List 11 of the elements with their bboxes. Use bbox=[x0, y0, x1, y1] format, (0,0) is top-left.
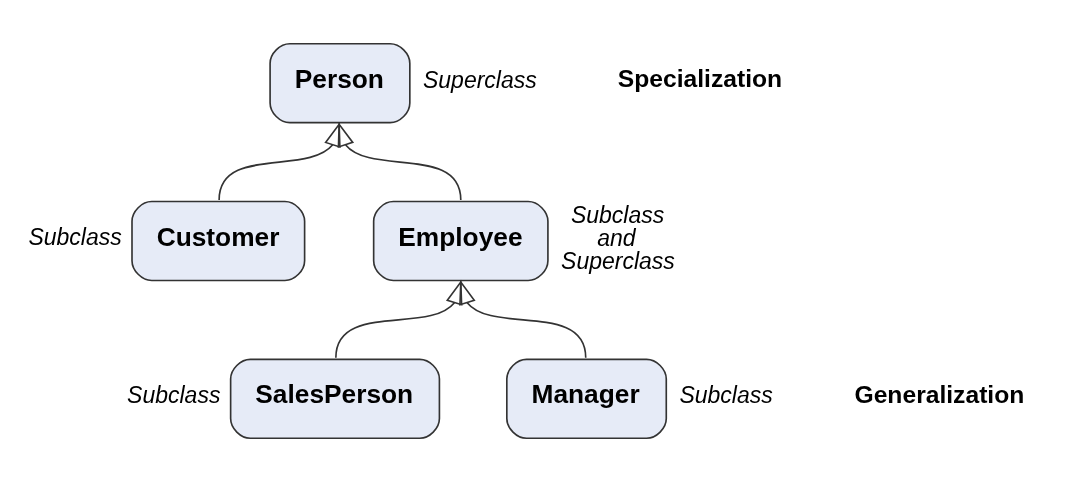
arrow bbox=[459, 279, 587, 359]
arrow bbox=[335, 279, 463, 359]
node-label: Subclass bbox=[679, 382, 773, 409]
arrow bbox=[337, 121, 462, 201]
arrow bbox=[218, 121, 341, 201]
node-label: Subclass bbox=[28, 224, 122, 251]
node-label: Subclass and Superclass bbox=[561, 202, 675, 275]
node-label: Subclass bbox=[127, 382, 221, 409]
label: Generalization bbox=[854, 380, 1025, 408]
label: Specialization bbox=[617, 65, 783, 93]
node-label: Superclass bbox=[422, 66, 537, 93]
